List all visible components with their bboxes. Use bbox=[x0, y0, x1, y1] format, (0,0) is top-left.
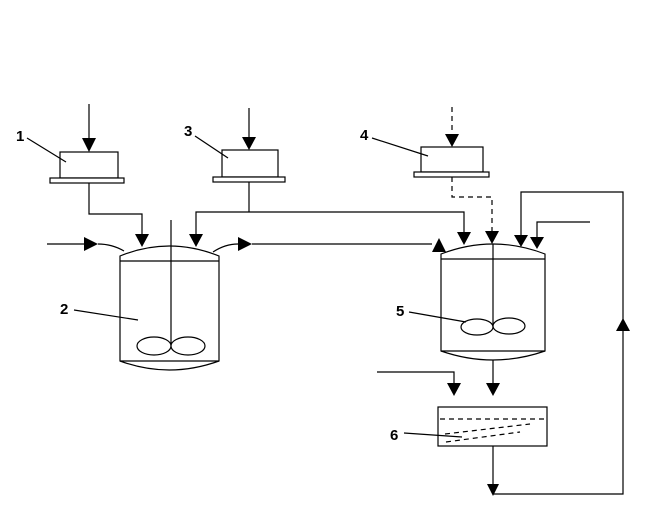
label-1: 1 bbox=[16, 128, 24, 145]
line-hopper4-to-reactor5-dashed bbox=[451, 177, 499, 244]
leader-line-4 bbox=[371, 137, 429, 157]
recycle-loop bbox=[487, 191, 630, 496]
feed-arrow-hopper-3 bbox=[242, 108, 256, 150]
leader-line-1 bbox=[26, 137, 67, 163]
label-3: 3 bbox=[184, 123, 192, 140]
line-hopper1-to-reactor2 bbox=[88, 183, 149, 247]
hopper-4 bbox=[413, 146, 490, 178]
feed-arrow-left-reactor-2 bbox=[47, 237, 125, 252]
reactor-5 bbox=[440, 243, 546, 361]
feed-arrow-hopper-1 bbox=[82, 104, 96, 152]
line-reactor5-to-tank6 bbox=[486, 360, 500, 396]
feed-arrow-left-tank-6 bbox=[377, 371, 461, 396]
leader-line-3 bbox=[194, 135, 229, 159]
leader-line-5 bbox=[408, 311, 467, 323]
leader-line-6 bbox=[403, 432, 463, 438]
feed-arrow-hopper-4-dashed bbox=[445, 107, 459, 147]
label-6: 6 bbox=[390, 427, 398, 444]
label-4: 4 bbox=[360, 127, 369, 144]
hopper-3 bbox=[212, 149, 286, 183]
label-5: 5 bbox=[396, 303, 404, 320]
reactor-2 bbox=[119, 220, 220, 371]
feed-arrow-right-reactor-5 bbox=[530, 221, 590, 249]
hopper-1 bbox=[49, 151, 125, 184]
line-hopper3-split bbox=[189, 182, 471, 247]
label-2: 2 bbox=[60, 301, 68, 318]
line-reactor2-to-reactor5 bbox=[212, 237, 446, 253]
leader-line-2 bbox=[73, 309, 139, 321]
tank-6 bbox=[437, 406, 548, 447]
